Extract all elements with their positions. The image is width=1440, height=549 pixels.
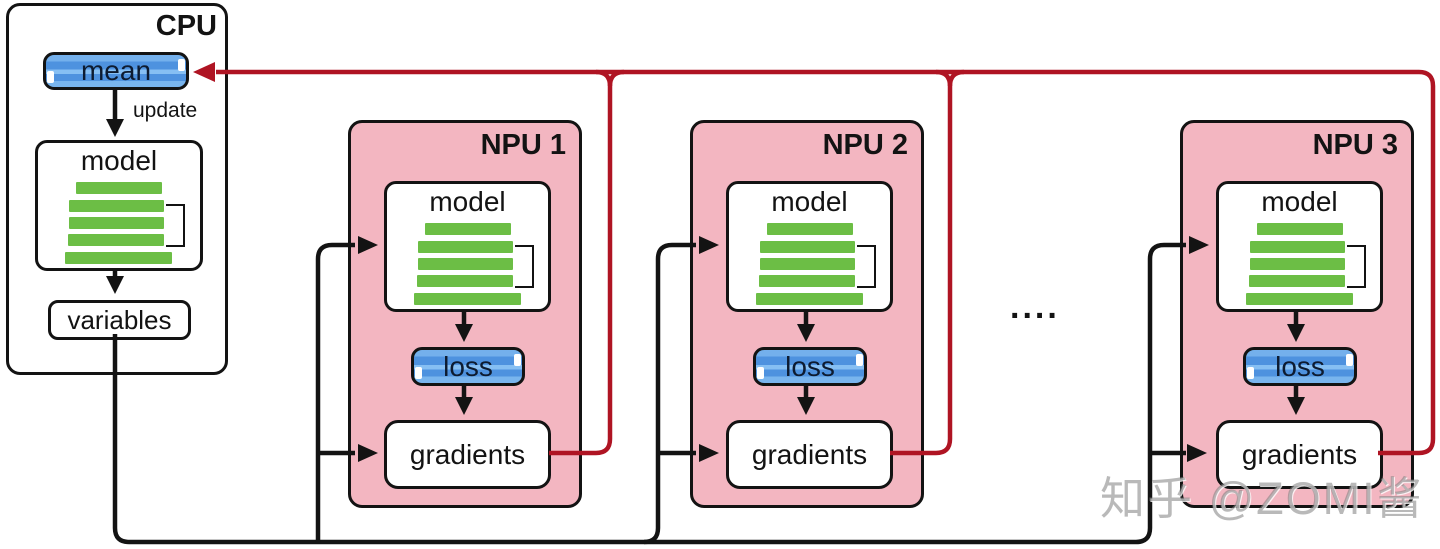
model-layer-bar [76,182,162,194]
npu-1-model-label: model [429,186,506,217]
model-layer-bar [425,223,511,235]
npu-2-gradients-node: gradients [726,420,893,489]
model-layer-bar [69,217,164,229]
npu3-gradients-inner-arrowhead-icon [1287,397,1305,415]
model-layer-bar [65,252,172,264]
npu-box-3: NPU 3 model loss gradients [1180,120,1414,508]
npu-3-gradients-node: gradients [1216,420,1383,489]
model-layer-bar [418,258,513,270]
red-feedback-main-line [216,69,1436,456]
npu2-model-arrowhead-icon [699,236,719,254]
red-feedback-npu2-line [890,69,953,456]
more-npus-ellipsis: .... [1010,288,1060,326]
npu-2-loss-node: loss [753,347,867,386]
model-layer-bar [417,275,513,287]
stripe-notch-icon [178,59,185,71]
npu3-gradients-arrowhead-icon [1187,444,1207,462]
npu-2-model-box: model [726,181,893,312]
stripe-notch-icon [1346,354,1353,366]
stripe-notch-icon [47,71,54,83]
npu-1-loss-label: loss [443,350,493,382]
layer-bracket-icon [1347,245,1366,288]
stripe-notch-icon [1247,367,1254,379]
mean-node: mean [43,52,189,90]
red-feedback-npu2-fillet [947,69,965,87]
stripe-notch-icon [514,354,521,366]
model-layer-bar [1250,258,1345,270]
npu-2-model-label: model [771,186,848,217]
cpu-model-box: model [35,140,203,271]
npu-1-label: NPU 1 [480,129,566,161]
model-layer-bar [414,293,521,305]
model-layer-bar [1249,275,1345,287]
variables-bus-line [112,242,1186,545]
npu-1-gradients-label: gradients [409,438,526,470]
npu-3-label: NPU 3 [1312,129,1398,161]
npu1-feed-line [315,242,355,542]
variables-node: variables [48,300,191,340]
model-layer-bar [69,200,164,212]
npu-2-gradients-label: gradients [751,438,868,470]
variables-label: variables [67,304,172,335]
model-layer-bar [756,293,863,305]
model-layer-bar [68,234,164,246]
layer-bracket-icon [857,245,876,288]
model-to-variables-arrowhead-icon [106,276,124,294]
npu-1-model-box: model [384,181,551,312]
model-layer-bar [1246,293,1353,305]
npu-3-model-label: model [1261,186,1338,217]
update-label: update [133,99,198,122]
npu-3-gradients-label: gradients [1241,438,1358,470]
layer-bracket-icon [166,204,185,247]
npu-2-loss-label: loss [785,350,835,382]
npu1-gradients-inner-arrowhead-icon [455,397,473,415]
npu1-model-arrowhead-icon [358,236,378,254]
npu1-gradients-arrowhead-icon [358,444,378,462]
red-gradient-feedback-lines [193,62,1436,456]
red-feedback-npu1-line [549,69,613,456]
npu-3-loss-label: loss [1275,350,1325,382]
npu2-gradients-inner-arrowhead-icon [797,397,815,415]
model-layer-bar [760,258,855,270]
stripe-notch-icon [757,367,764,379]
model-layer-bar [767,223,853,235]
black-dataflow-lines [106,90,1305,545]
mean-arrowhead-icon [193,62,215,82]
npu-3-model-box: model [1216,181,1383,312]
model-layer-bar [1257,223,1343,235]
cpu-model-label: model [80,145,158,176]
cpu-label: CPU [155,10,217,42]
stripe-notch-icon [856,354,863,366]
model-layer-bar [760,241,855,253]
red-feedback-npu1-fillet [607,69,625,87]
cpu-box: CPU mean model variables [6,3,228,375]
update-arrowhead-icon [106,119,124,137]
npu1-loss-arrowhead-icon [455,324,473,342]
npu3-loss-arrowhead-icon [1287,324,1305,342]
npu-1-gradients-node: gradients [384,420,551,489]
npu2-feed-line [643,242,696,545]
model-layer-bar [1250,241,1345,253]
layer-bracket-icon [515,245,534,288]
npu3-model-arrowhead-icon [1189,236,1209,254]
watermark-text: 知乎 @ZOMI酱 [1100,473,1424,524]
mean-label: mean [80,55,152,86]
stripe-notch-icon [415,367,422,379]
npu2-loss-arrowhead-icon [797,324,815,342]
npu-3-loss-node: loss [1243,347,1357,386]
model-layer-bar [759,275,855,287]
npu2-gradients-arrowhead-icon [699,444,719,462]
npu-box-1: NPU 1 model loss gradients [348,120,582,508]
npu-1-loss-node: loss [411,347,525,386]
model-layer-bar [418,241,513,253]
npu-2-label: NPU 2 [822,129,908,161]
